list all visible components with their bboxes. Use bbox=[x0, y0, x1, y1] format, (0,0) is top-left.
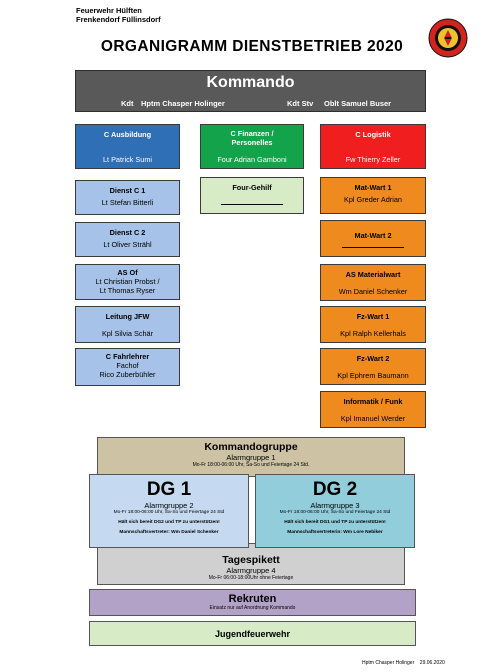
kommando-left-name: Hptm Chasper Holinger bbox=[141, 99, 225, 108]
box-title: Leitung JFW bbox=[105, 312, 150, 321]
box-title: Mat-Wart 2 bbox=[354, 231, 392, 240]
box-title: C Finanzen / bbox=[230, 129, 274, 138]
dg1-representative: Mannschaftsvertreter: Wm Daniel Schenker bbox=[119, 530, 219, 535]
dg1-alarm: Alarmgruppe 2 bbox=[144, 501, 194, 510]
dg2-representative: Mannschaftsvertreterin: Wm Lore Nebiker bbox=[287, 530, 383, 535]
dg2-support: Hält sich bereit DG1 und TP zu unterstüt… bbox=[284, 520, 386, 525]
organization-name: Feuerwehr Hülften Frenkendorf Füllinsdor… bbox=[76, 6, 161, 24]
tagespikett-box: Tagespikett Alarmgruppe 4 Mo-Fr 06:00-18… bbox=[97, 543, 405, 585]
kommandogruppe-note: Mo-Fr 18:00-06:00 Uhr, Sa-So und Feierta… bbox=[192, 462, 310, 468]
box-informatik-funk: Informatik / Funk Kpl Imanuel Werder bbox=[320, 391, 426, 428]
box-person: Lt Patrick Sumi bbox=[102, 155, 153, 164]
rekruten-note: Einsatz nur auf Anordnung Kommando bbox=[209, 605, 296, 611]
box-title: Informatik / Funk bbox=[343, 397, 403, 406]
box-fz-wart-2: Fz-Wart 2 Kpl Ephrem Baumann bbox=[320, 348, 426, 385]
box-title: Dienst C 2 bbox=[109, 228, 146, 237]
dg1-note: Mo-Fr 18:00-06:00 Uhr, Sa-So und Feierta… bbox=[113, 510, 225, 515]
box-dienst-c1: Dienst C 1 Lt Stefan Bitterli bbox=[75, 180, 180, 215]
kommando-title: Kommando bbox=[206, 74, 295, 91]
fire-brigade-logo-icon bbox=[428, 18, 468, 58]
dg2-alarm: Alarmgruppe 3 bbox=[310, 501, 360, 510]
kommandogruppe-box: Kommandogruppe Alarmgruppe 1 Mo-Fr 18:00… bbox=[97, 437, 405, 477]
box-leitung-jfw: Leitung JFW Kpl Silvia Schär bbox=[75, 306, 180, 343]
box-title: C Fahrlehrer bbox=[105, 352, 150, 361]
vacant-line bbox=[342, 246, 404, 248]
box-as-materialwart: AS Materialwart Wm Daniel Schenker bbox=[320, 264, 426, 301]
box-title: Four-Gehilf bbox=[232, 183, 272, 192]
box-dienst-c2: Dienst C 2 Lt Oliver Strähl bbox=[75, 222, 180, 257]
box-person: Fw Thierry Zeller bbox=[345, 155, 401, 164]
jugendfeuerwehr-title: Jugendfeuerwehr bbox=[214, 629, 290, 639]
box-person: Kpl Silvia Schär bbox=[101, 329, 154, 338]
box-title-2: Personelles bbox=[231, 138, 273, 147]
box-title: C Logistik bbox=[355, 130, 391, 139]
page-title: ORGANIGRAMM DIENSTBETRIEB 2020 bbox=[100, 38, 404, 55]
box-c-finanzen: C Finanzen / Personelles Four Adrian Gam… bbox=[200, 124, 304, 169]
box-person: Lt Oliver Strähl bbox=[103, 240, 152, 249]
box-person: Fachof bbox=[116, 361, 139, 370]
box-fz-wart-1: Fz-Wart 1 Kpl Ralph Kellerhals bbox=[320, 306, 426, 343]
org-line-2: Frenkendorf Füllinsdorf bbox=[76, 15, 161, 24]
box-four-gehilf: Four-Gehilf bbox=[200, 177, 304, 214]
box-title: Mat-Wart 1 bbox=[354, 183, 392, 192]
dg1-box: DG 1 Alarmgruppe 2 Mo-Fr 18:00-06:00 Uhr… bbox=[89, 474, 249, 548]
box-person: Kpl Ephrem Baumann bbox=[337, 371, 409, 380]
kommando-box: Kommando Kdt Hptm Chasper Holinger Kdt S… bbox=[75, 70, 426, 112]
box-person: Kpl Greder Adrian bbox=[343, 195, 402, 204]
box-person: Lt Christian Probst / bbox=[95, 277, 160, 286]
dg1-title: DG 1 bbox=[146, 479, 192, 500]
kommando-right-label: Kdt Stv bbox=[287, 99, 314, 108]
dg2-box: DG 2 Alarmgruppe 3 Mo-Fr 18:00-06:00 Uhr… bbox=[255, 474, 415, 548]
box-person-2: Rico Zuberbühler bbox=[99, 370, 156, 379]
box-person-2: Lt Thomas Ryser bbox=[99, 286, 156, 295]
jugendfeuerwehr-box: Jugendfeuerwehr bbox=[89, 621, 416, 646]
dg2-title: DG 2 bbox=[312, 479, 358, 500]
box-title: Fz-Wart 1 bbox=[356, 312, 390, 321]
box-c-fahrlehrer: C Fahrlehrer Fachof Rico Zuberbühler bbox=[75, 348, 180, 386]
box-as-of: AS Of Lt Christian Probst / Lt Thomas Ry… bbox=[75, 264, 180, 300]
footer-author-date: Hptm Chasper Holinger 29.06.2020 bbox=[362, 660, 445, 666]
box-title: Dienst C 1 bbox=[109, 186, 146, 195]
kommando-right-name: Oblt Samuel Buser bbox=[324, 99, 392, 108]
box-c-ausbildung: C Ausbildung Lt Patrick Sumi bbox=[75, 124, 180, 169]
dg2-note: Mo-Fr 18:00-06:00 Uhr, Sa-So und Feierta… bbox=[279, 510, 391, 515]
box-person: Four Adrian Gamboni bbox=[217, 155, 287, 164]
box-mat-wart-2: Mat-Wart 2 bbox=[320, 220, 426, 257]
vacant-line bbox=[221, 203, 283, 205]
box-title: AS Materialwart bbox=[345, 270, 401, 279]
box-mat-wart-1: Mat-Wart 1 Kpl Greder Adrian bbox=[320, 177, 426, 214]
rekruten-title: Rekruten bbox=[228, 593, 277, 605]
tagespikett-title: Tagespikett bbox=[222, 554, 280, 566]
rekruten-box: Rekruten Einsatz nur auf Anordnung Komma… bbox=[89, 589, 416, 616]
box-title: AS Of bbox=[117, 268, 138, 277]
org-line-1: Feuerwehr Hülften bbox=[76, 6, 142, 15]
dg1-support: Hält sich bereit DG2 und TP zu unterstüt… bbox=[118, 520, 220, 525]
tagespikett-note: Mo-Fr 06:00-18:00Uhr ohne Feiertage bbox=[208, 575, 294, 581]
box-c-logistik: C Logistik Fw Thierry Zeller bbox=[320, 124, 426, 169]
kommando-left-label: Kdt bbox=[121, 99, 134, 108]
box-person: Kpl Ralph Kellerhals bbox=[340, 329, 406, 338]
kommandogruppe-alarm: Alarmgruppe 1 bbox=[226, 453, 276, 462]
box-person: Kpl Imanuel Werder bbox=[340, 414, 406, 423]
kommandogruppe-title: Kommandogruppe bbox=[204, 441, 298, 453]
box-title: C Ausbildung bbox=[103, 130, 152, 139]
box-title: Fz-Wart 2 bbox=[356, 354, 390, 363]
tagespikett-alarm: Alarmgruppe 4 bbox=[226, 566, 276, 575]
box-person: Lt Stefan Bitterli bbox=[101, 198, 154, 207]
box-person: Wm Daniel Schenker bbox=[338, 287, 408, 296]
